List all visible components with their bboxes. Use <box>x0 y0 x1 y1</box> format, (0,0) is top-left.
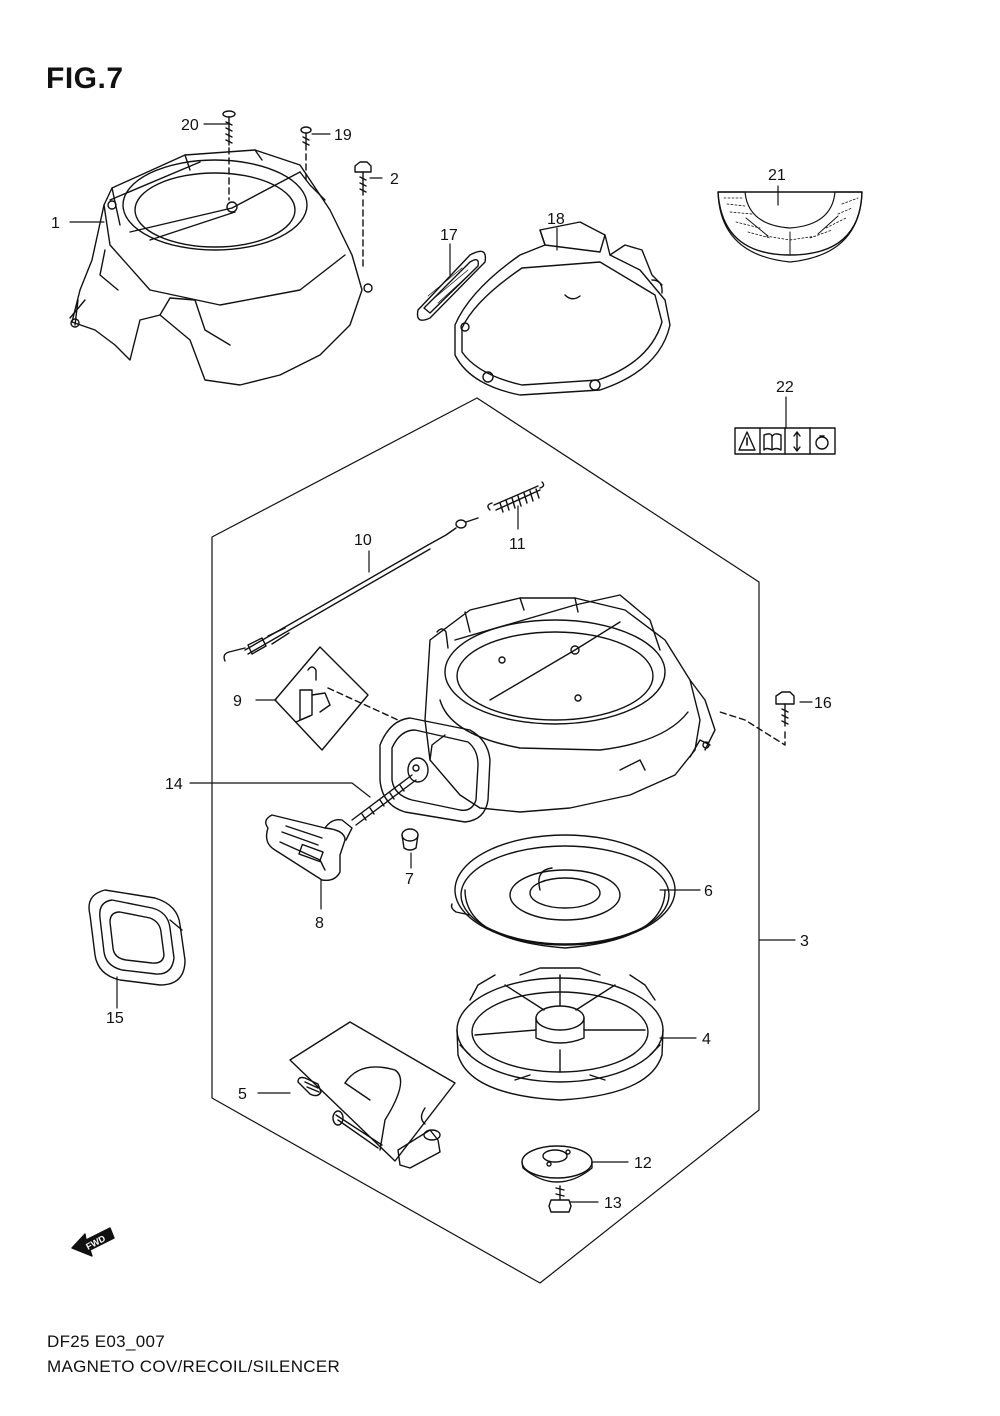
callout-5: 5 <box>238 1086 247 1103</box>
screw-19-part <box>300 126 312 183</box>
callout-16: 16 <box>814 695 832 712</box>
callout-13: 13 <box>604 1195 622 1212</box>
callout-20: 20 <box>181 117 199 134</box>
callout-12: 12 <box>634 1155 652 1172</box>
callout-14: 14 <box>165 776 183 793</box>
callout-22: 22 <box>776 379 794 396</box>
fwd-arrow-icon <box>71 1227 115 1257</box>
callout-1: 1 <box>51 215 60 232</box>
clip-set-part <box>274 646 399 751</box>
spring-part <box>487 481 545 513</box>
warning-triangle-icon <box>738 431 756 451</box>
callout-19: 19 <box>334 127 352 144</box>
callout-15: 15 <box>106 1010 124 1027</box>
starter-handle-part <box>265 814 353 882</box>
recoil-starter-group-outline <box>211 397 760 1284</box>
callout-18: 18 <box>547 211 565 228</box>
callout-2: 2 <box>390 171 399 188</box>
drive-plate-part <box>521 1145 593 1183</box>
callout-21: 21 <box>768 167 786 184</box>
figure-title: FIG.7 <box>46 62 124 95</box>
callout-3: 3 <box>800 933 809 950</box>
callout-8: 8 <box>315 915 324 932</box>
grommet-part <box>88 889 186 986</box>
magneto-cover-part <box>69 149 373 386</box>
manual-book-icon <box>763 433 782 451</box>
leader-lines <box>69 123 813 1203</box>
callout-9: 9 <box>233 693 242 710</box>
reel-part <box>456 967 664 1101</box>
up-down-arrow-icon <box>793 431 801 452</box>
figure-code: DF25 E03_007 <box>47 1332 165 1351</box>
bolt-16-part <box>719 691 795 746</box>
callout-labels: 1 2 3 4 5 6 7 8 9 10 11 12 13 14 15 16 1… <box>51 117 832 1252</box>
callout-6: 6 <box>704 883 713 900</box>
bolt-2-part <box>354 161 372 271</box>
bolt-13-part <box>548 1185 572 1213</box>
circle-icon <box>815 436 829 450</box>
pawl-set-part <box>289 1021 456 1169</box>
callout-17: 17 <box>440 227 458 244</box>
callout-7: 7 <box>405 871 414 888</box>
cable-part <box>223 517 479 662</box>
mat-part <box>717 191 863 263</box>
silencer-screen-part <box>416 250 487 321</box>
starter-rope-part <box>351 774 417 826</box>
silencer-part <box>454 221 671 396</box>
rope-guide-part <box>379 717 491 823</box>
callout-11: 11 <box>509 536 526 553</box>
recoil-housing-part <box>424 594 716 813</box>
bushing-part <box>401 828 419 851</box>
screw-20-part <box>222 110 236 201</box>
figure-name: MAGNETO COV/RECOIL/SILENCER <box>47 1357 341 1376</box>
callout-4: 4 <box>702 1031 711 1048</box>
recoil-spring-part <box>450 834 676 949</box>
warning-label-part <box>734 427 836 455</box>
callout-10: 10 <box>354 532 372 549</box>
